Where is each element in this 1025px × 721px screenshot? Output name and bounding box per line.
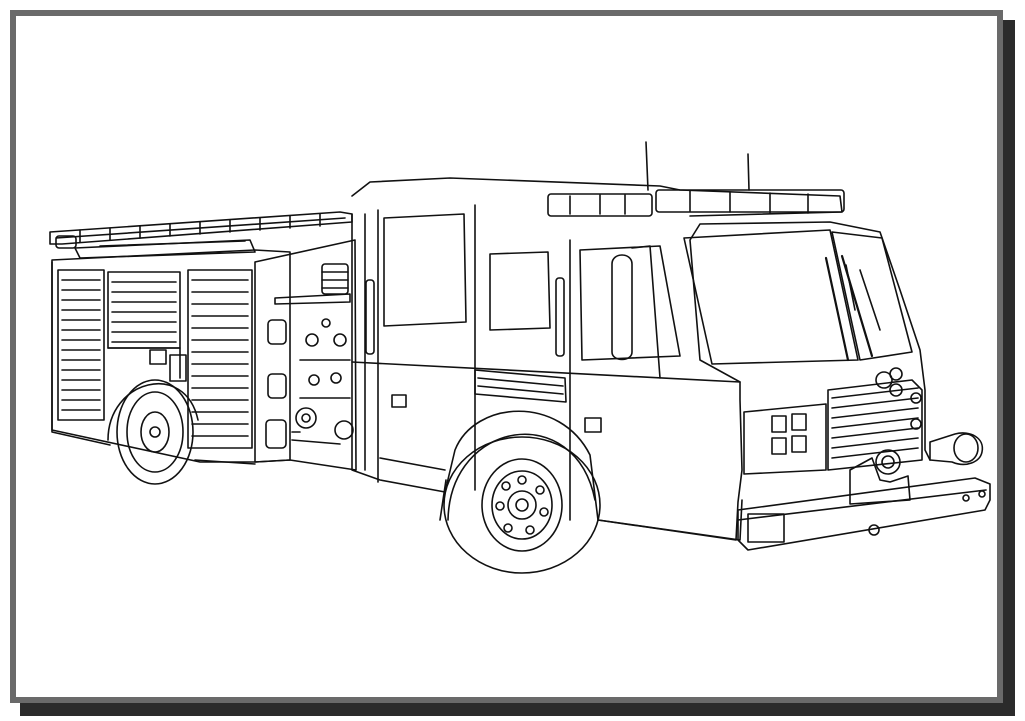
cab-body: [352, 178, 930, 540]
compartment-door-3: [188, 270, 252, 448]
cab-window-rear: [384, 214, 466, 326]
compartment-door-1: [58, 270, 104, 420]
side-mirror: [612, 255, 632, 360]
picture-frame: [10, 10, 1003, 703]
bumper-light: [930, 433, 982, 464]
front-grille: [744, 368, 922, 474]
cab-window-mid: [490, 252, 550, 330]
antennas: [646, 142, 749, 190]
front-wheel: [444, 434, 600, 573]
cab-window-front: [580, 246, 680, 360]
license-plate: [748, 514, 784, 542]
lower-body: [195, 460, 742, 540]
light-bar: [548, 142, 844, 216]
rear-wheel: [108, 380, 198, 484]
windshield: [684, 230, 912, 364]
front-bumper: [738, 433, 990, 550]
pump-panel: [255, 240, 356, 470]
compartment-door-2: [108, 272, 180, 348]
headlight-cluster: [744, 404, 826, 474]
ladder: [50, 212, 352, 258]
